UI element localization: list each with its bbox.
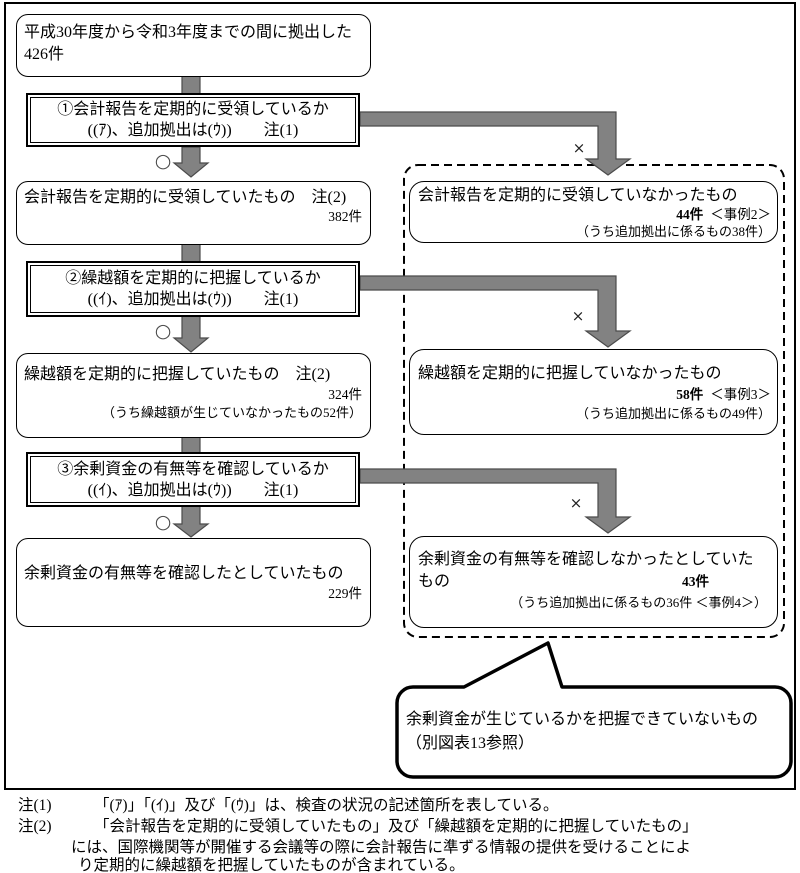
- no-result-1-countrow: 44件 ＜事例2＞: [410, 206, 777, 223]
- yes-result-1-box: 会計報告を定期的に受領していたもの 注(2) 382件: [16, 181, 371, 245]
- callout-box: 余剰資金が生じているかを把握できていないもの （別図表13参照）: [397, 687, 791, 777]
- yes-result-1-count: 382件: [328, 209, 362, 224]
- decision-2-box: ②繰越額を定期的に把握しているか ((ｲ)、追加拠出は(ｳ)) 注(1): [26, 261, 360, 317]
- no-result-3-box: 余剰資金の有無等を確認しなかったとしていた もの 43件 （うち追加拠出に係るも…: [409, 536, 778, 628]
- no-mark-2: ×: [571, 307, 585, 325]
- decision-2-line2: ((ｲ)、追加拠出は(ｳ)) 注(1): [87, 291, 299, 308]
- no-result-3-title-line1: 余剰資金の有無等を確認しなかったとしていた: [418, 551, 754, 568]
- no-result-1-note: （うち追加拠出に係るもの38件）: [575, 224, 771, 239]
- note-2-text-line1: 「会計報告を定期的に受領していたもの」及び「繰越額を定期的に把握していたもの」: [94, 818, 698, 835]
- no-result-1-box: 会計報告を定期的に受領していなかったもの 44件 ＜事例2＞ （うち追加拠出に係…: [409, 181, 778, 243]
- note-1-text: 「(ｱ)」「(ｲ)」及び「(ｳ)」は、検査の状況の記述箇所を表している。: [94, 797, 559, 814]
- no-result-1-title: 会計報告を定期的に受領していなかったもの: [418, 187, 738, 204]
- yes-result-3-box: 余剰資金の有無等を確認したとしていたもの 229件: [16, 538, 371, 627]
- no-result-2-count: 58件: [676, 387, 704, 402]
- no-result-3-note: （うち追加拠出に係るもの36件 ＜事例4＞）: [510, 595, 767, 610]
- no-result-2-title: 繰越額を定期的に把握していなかったもの: [418, 365, 722, 382]
- start-box: 平成30年度から令和3年度までの間に拠出した 426件: [16, 14, 371, 77]
- yes-result-3-count: 229件: [328, 586, 362, 601]
- decision-1-box: ①会計報告を定期的に受領しているか ((ｱ)、追加拠出は(ｳ)) 注(1): [26, 93, 360, 147]
- no-mark-1: ×: [572, 139, 586, 157]
- no-result-1-case: ＜事例2＞: [710, 207, 771, 222]
- no-result-1-count: 44件: [676, 207, 704, 222]
- yes-result-2-title: 繰越額を定期的に把握していたもの 注(2): [24, 366, 331, 383]
- yes-mark-2: ○: [154, 320, 172, 342]
- yes-result-2-note: （うち繰越額が生じていなかったもの52件）: [101, 405, 362, 420]
- callout-line1: 余剰資金が生じているかを把握できていないもの: [406, 711, 759, 728]
- note-1-label: 注(1): [18, 797, 52, 814]
- note-2-label: 注(2): [18, 818, 52, 835]
- note-2-text-line2: には、国際機関等が開催する会議等の際に会計報告に準ずる情報の提供を受けることによ: [71, 839, 692, 856]
- no-result-2-box: 繰越額を定期的に把握していなかったもの 58件 ＜事例3＞ （うち追加拠出に係る…: [409, 349, 778, 435]
- no-result-3-title-line2: もの: [418, 573, 451, 590]
- decision-3-line1: ③余剰資金の有無等を確認しているか: [57, 460, 329, 478]
- decision-1-line1: ①会計報告を定期的に受領しているか: [57, 101, 329, 118]
- yes-result-3-title: 余剰資金の有無等を確認したとしていたもの: [24, 565, 344, 582]
- decision-3-box: ③余剰資金の有無等を確認しているか ((ｲ)、追加拠出は(ｳ)) 注(1): [26, 452, 360, 507]
- no-result-2-note: （うち追加拠出に係るもの49件）: [575, 406, 771, 421]
- yes-result-1-title: 会計報告を定期的に受領していたもの 注(2): [24, 189, 347, 206]
- no-result-2-countrow: 58件 ＜事例3＞: [410, 385, 777, 404]
- no-result-3-count: 43件: [682, 574, 709, 589]
- yes-result-2-count: 324件: [328, 387, 362, 402]
- decision-2-line1: ②繰越額を定期的に把握しているか: [65, 270, 321, 287]
- yes-mark-3: ○: [154, 511, 172, 533]
- start-box-count: 426件: [24, 46, 65, 63]
- decision-1-line2: ((ｱ)、追加拠出は(ｳ)) 注(1): [87, 122, 299, 139]
- yes-mark-1: ○: [154, 150, 172, 172]
- decision-3-line2: ((ｲ)、追加拠出は(ｳ)) 注(1): [87, 481, 299, 499]
- yes-result-2-box: 繰越額を定期的に把握していたもの 注(2) 324件 （うち繰越額が生じていなか…: [16, 353, 371, 438]
- callout-line2: （別図表13参照）: [406, 735, 535, 752]
- start-box-text: 平成30年度から令和3年度までの間に拠出した: [24, 24, 353, 41]
- no-mark-3: ×: [569, 494, 583, 512]
- note-2-text-line3: り定期的に繰越額を把握していたものが含まれている。: [78, 857, 465, 873]
- diagram-frame: [4, 2, 796, 790]
- no-result-2-case: ＜事例3＞: [710, 387, 771, 402]
